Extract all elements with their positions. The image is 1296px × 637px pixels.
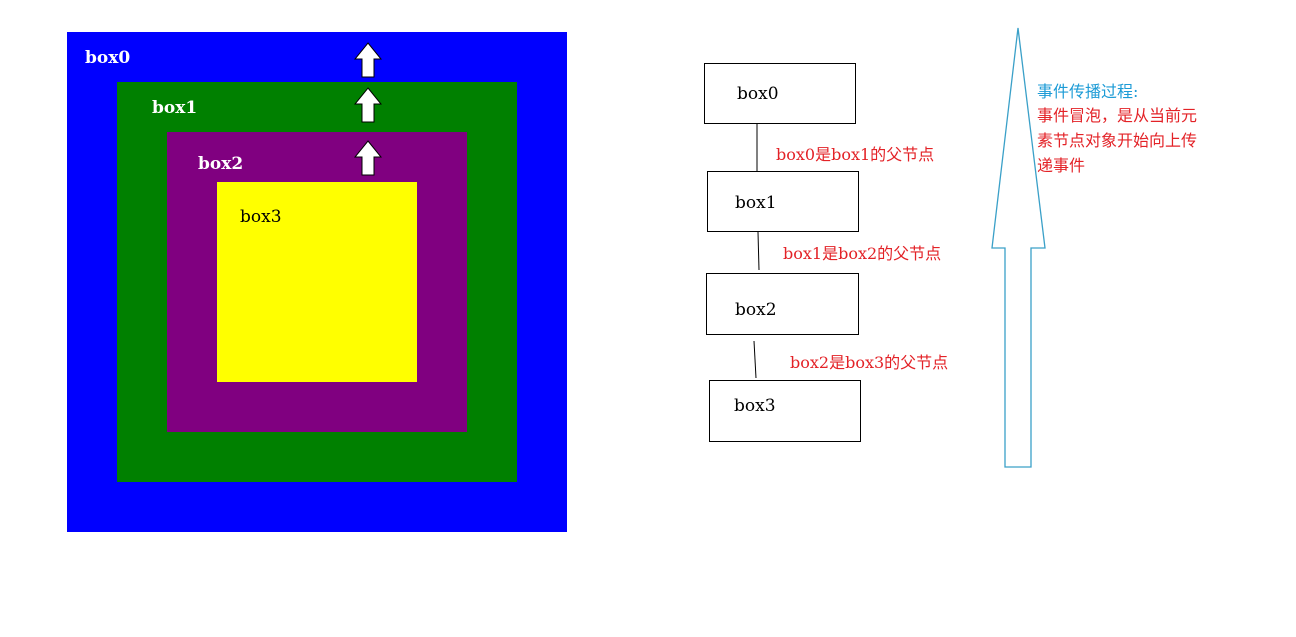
box0-label: box0 [85,48,131,68]
relation-label: box2是box3的父节点 [790,353,949,372]
box2-label: box2 [198,154,244,174]
tree-node-box3: box3 [709,380,861,442]
connector-line [753,340,757,379]
tree-node-box1: box1 [707,171,859,232]
relation-label: box0是box1的父节点 [776,145,935,164]
up-arrow-icon [354,87,382,123]
description-heading: 事件传播过程: [1037,82,1139,101]
description-line: 递事件 [1037,156,1086,175]
tree-node-label: box1 [735,193,777,213]
relation-label: box1是box2的父节点 [783,244,942,263]
up-arrow-icon [354,42,382,78]
tree-node-label: box2 [735,300,777,320]
tree-node-label: box0 [737,84,779,104]
description-line: 素节点对象开始向上传 [1037,131,1198,150]
box3-label: box3 [240,207,282,227]
description-line: 事件冒泡，是从当前元 [1037,106,1198,125]
tree-node-box2: box2 [706,273,859,335]
box1-label: box1 [152,98,198,118]
connector-line [757,231,760,271]
tree-node-box0: box0 [704,63,856,124]
tree-node-label: box3 [734,396,776,416]
box3-container: box3 [217,182,417,382]
propagation-arrow-icon [991,27,1046,468]
up-arrow-icon [354,140,382,176]
